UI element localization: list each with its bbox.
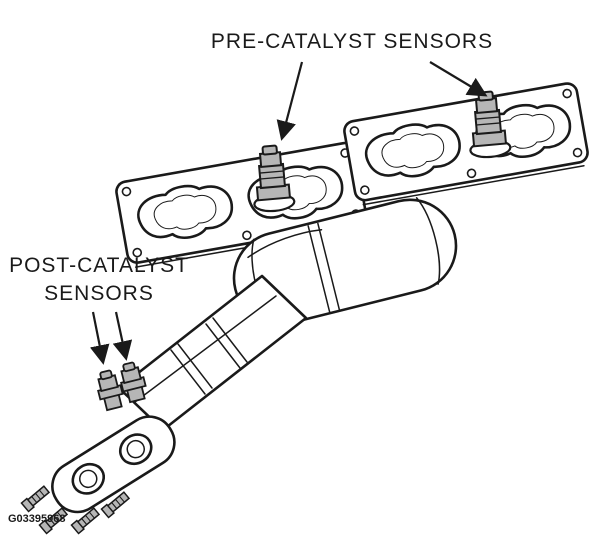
arrow-to-post-sensor-right	[112, 311, 133, 361]
post-catalyst-label-line1: POST-CATALYST	[9, 254, 189, 277]
arrow-to-pre-sensor-right	[429, 61, 488, 97]
post-catalyst-label-line2: SENSORS	[44, 282, 154, 305]
pipe-band-lines	[170, 317, 248, 395]
bottom-flange	[51, 415, 176, 514]
post-catalyst-sensor-left	[93, 367, 127, 413]
manifold-flange-right	[343, 82, 589, 206]
arrow-to-post-sensor-left	[89, 311, 110, 365]
annotation-arrows	[89, 61, 488, 365]
bolt-holes-right-flange	[349, 88, 583, 195]
pre-catalyst-label: PRE-CATALYST SENSORS	[211, 30, 493, 53]
arrow-to-pre-sensor-left	[276, 61, 304, 141]
figure-code: G03395968	[8, 513, 66, 525]
